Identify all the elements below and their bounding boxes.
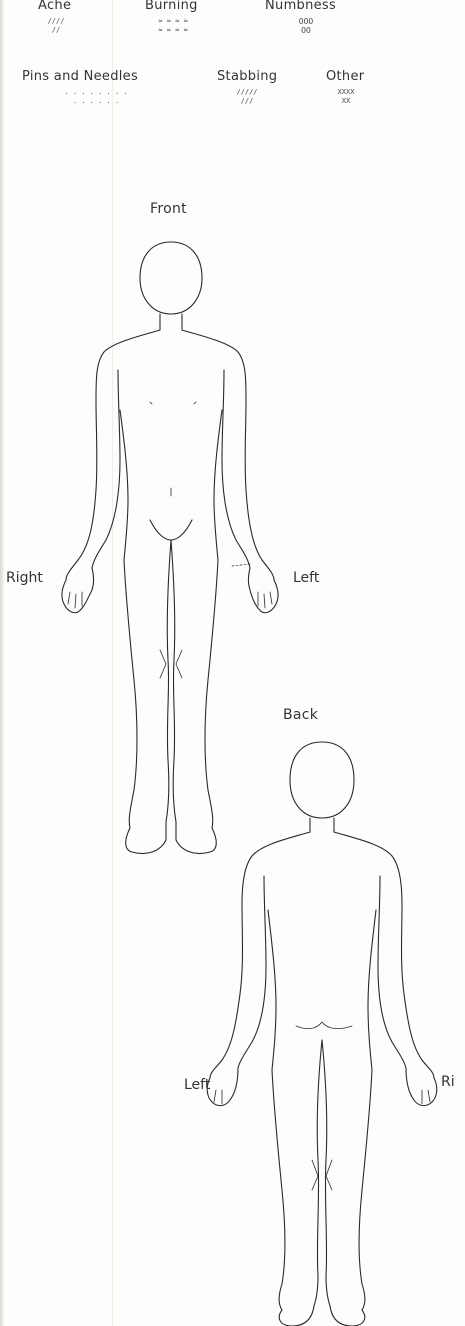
back-left-label: Left	[184, 1077, 210, 1093]
back-right-label: Ri	[441, 1074, 455, 1090]
